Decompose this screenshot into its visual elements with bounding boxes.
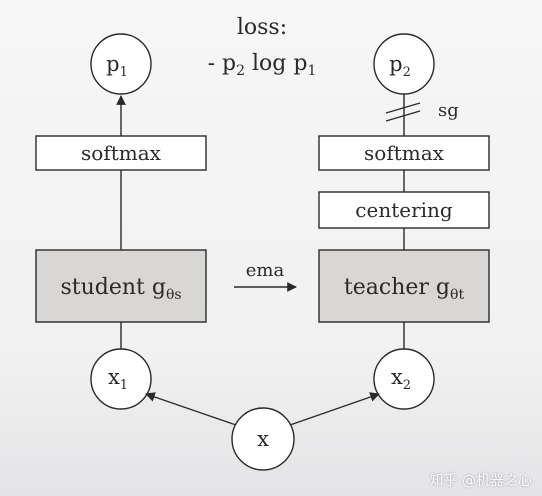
loss-log: log p [245, 51, 307, 76]
teacher-softmax-box [318, 135, 490, 171]
stop-grad-mark-1 [385, 102, 421, 114]
student-input-label: x1 [108, 365, 128, 393]
source-to-student-arrow [145, 392, 237, 426]
watermark: 知乎 @机器之心 [429, 473, 532, 489]
loss-sub-1: 1 [307, 63, 316, 79]
teacher-input-node [373, 348, 435, 410]
student-input-node [90, 348, 152, 410]
student-output-node [90, 33, 152, 95]
student-output-label: p1 [106, 52, 128, 80]
loss-sub-2: 2 [236, 63, 245, 79]
student-softmax-label: softmax [81, 141, 162, 165]
teacher-softmax-label: softmax [364, 141, 445, 165]
student-network-label: student gθs [60, 275, 181, 303]
source-input-node [231, 407, 295, 471]
teacher-input-label: x2 [391, 365, 411, 393]
ema-label: ema [246, 260, 285, 281]
loss-title: loss: [237, 15, 287, 40]
teacher-centering-label: centering [355, 198, 453, 222]
loss-minus: - p [208, 51, 237, 76]
source-to-teacher-arrow [289, 392, 380, 426]
teacher-centering-box [318, 191, 490, 229]
stop-grad-mark-2 [385, 110, 421, 122]
teacher-output-node [373, 33, 435, 95]
teacher-output-label: p2 [389, 52, 411, 80]
student-softmax-box [35, 135, 207, 171]
loss-formula: - p2 log p1 [208, 51, 317, 79]
teacher-network-label: teacher gθt [344, 275, 465, 303]
source-input-label: x [257, 427, 269, 451]
stop-grad-label: sg [438, 100, 459, 121]
